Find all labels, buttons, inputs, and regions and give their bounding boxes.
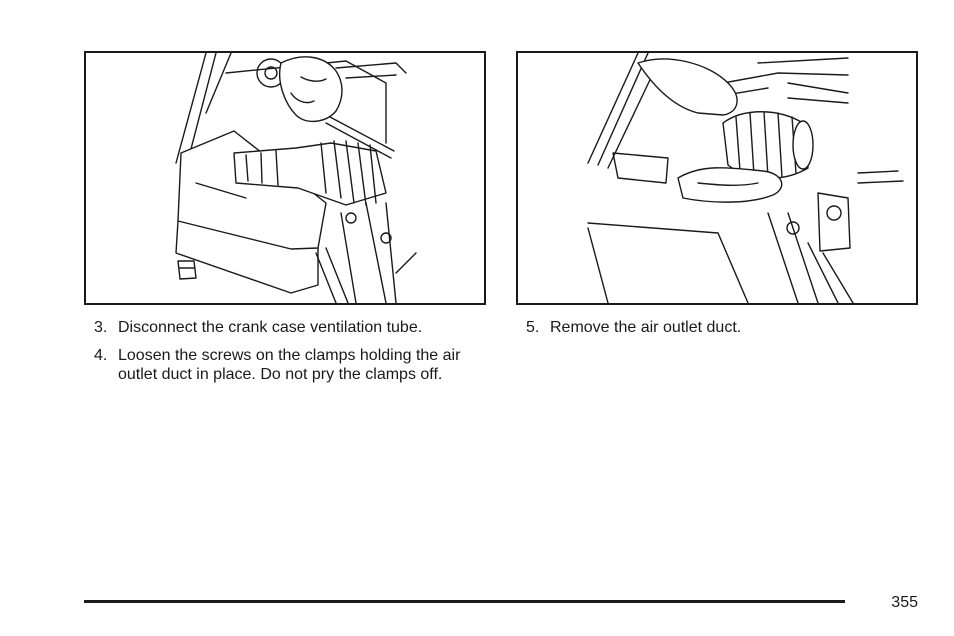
step-item: 4. Loosen the screws on the clamps holdi… [94,346,474,384]
step-item: 3. Disconnect the crank case ventilation… [94,318,474,337]
engine-clamp-drawing [175,53,417,303]
step-text: Disconnect the crank case ventilation tu… [118,319,423,336]
page-number: 355 [891,594,918,611]
step-text: Loosen the screws on the clamps holding … [118,347,461,383]
step-text: Remove the air outlet duct. [550,319,742,336]
step-number: 5. [526,319,540,336]
duct-removal-drawing [587,53,904,303]
illustration-loosen-clamp [84,51,486,305]
instruction-list-left: 3. Disconnect the crank case ventilation… [94,318,474,393]
step-item: 5. Remove the air outlet duct. [526,318,906,337]
step-number: 3. [94,319,108,336]
instruction-list-right: 5. Remove the air outlet duct. [526,318,906,346]
step-number: 4. [94,347,108,364]
footer-rule [84,600,845,603]
illustration-remove-duct [516,51,918,305]
